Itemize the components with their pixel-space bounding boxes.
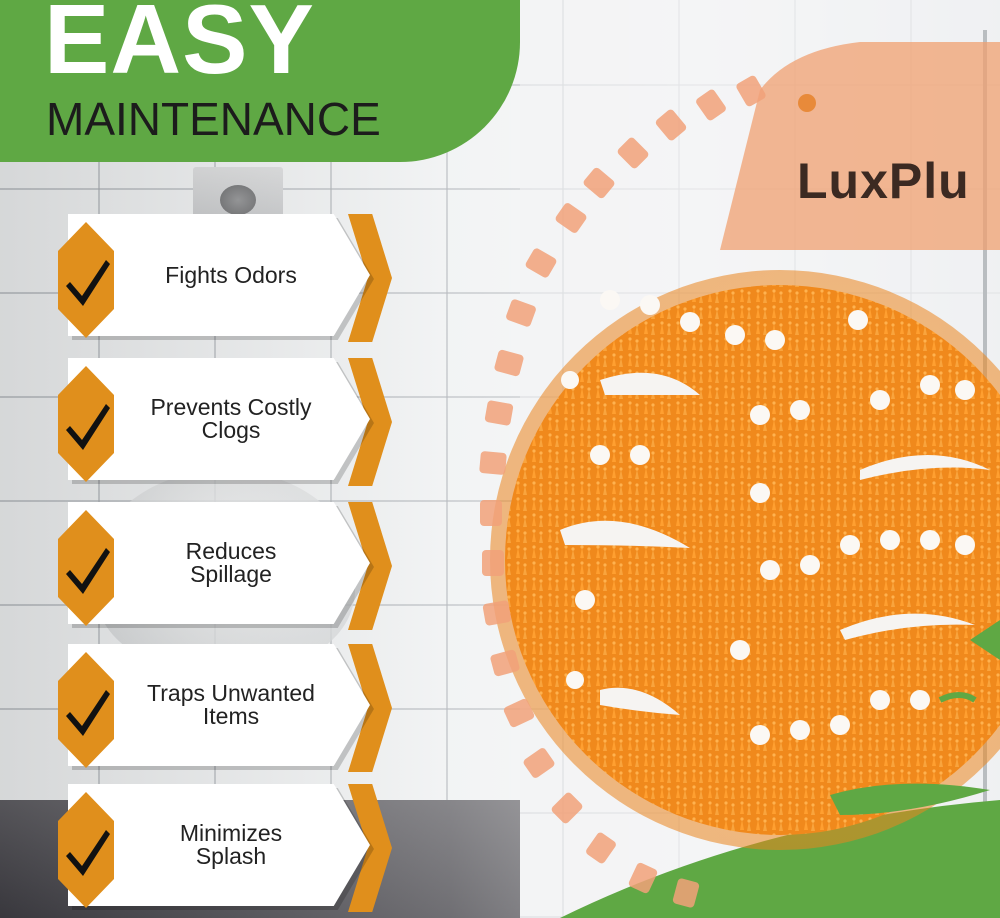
feature-card	[68, 644, 370, 766]
checkmark-icon	[66, 404, 110, 450]
feature-item-reduces-spillage: Reduces Spillage	[58, 502, 392, 630]
checkmark-icon	[66, 690, 110, 736]
green-base-shape	[560, 800, 1000, 918]
green-slot-accent	[830, 783, 990, 815]
hexagon-badge	[58, 366, 114, 482]
feature-label: Traps Unwanted Items	[147, 680, 315, 729]
feature-card	[68, 214, 370, 336]
header-banner: EASY MAINTENANCE	[0, 0, 520, 162]
feature-card	[68, 784, 370, 906]
product-brand-text: LuxPlu	[797, 153, 970, 209]
headline: EASY	[44, 0, 315, 94]
feature-label: Minimizes Splash	[179, 820, 283, 869]
hanging-hole-icon	[798, 94, 816, 112]
checkmark-icon	[66, 830, 110, 876]
feature-item-prevents-clogs: Prevents Costly Clogs	[58, 358, 392, 486]
feature-item-traps-items: Traps Unwanted Items	[58, 644, 392, 772]
subheadline: MAINTENANCE	[46, 93, 381, 145]
feature-label: Reduces Spillage	[185, 538, 277, 587]
checkmark-icon	[66, 260, 110, 306]
feature-card	[68, 358, 370, 480]
checkmark-icon	[66, 548, 110, 594]
feature-label: Prevents Costly Clogs	[150, 394, 312, 443]
feature-card	[68, 502, 370, 624]
feature-item-minimizes-splash: Minimizes Splash	[58, 784, 392, 912]
feature-item-fights-odors: Fights Odors	[58, 214, 392, 342]
feature-label: Fights Odors	[165, 261, 297, 288]
